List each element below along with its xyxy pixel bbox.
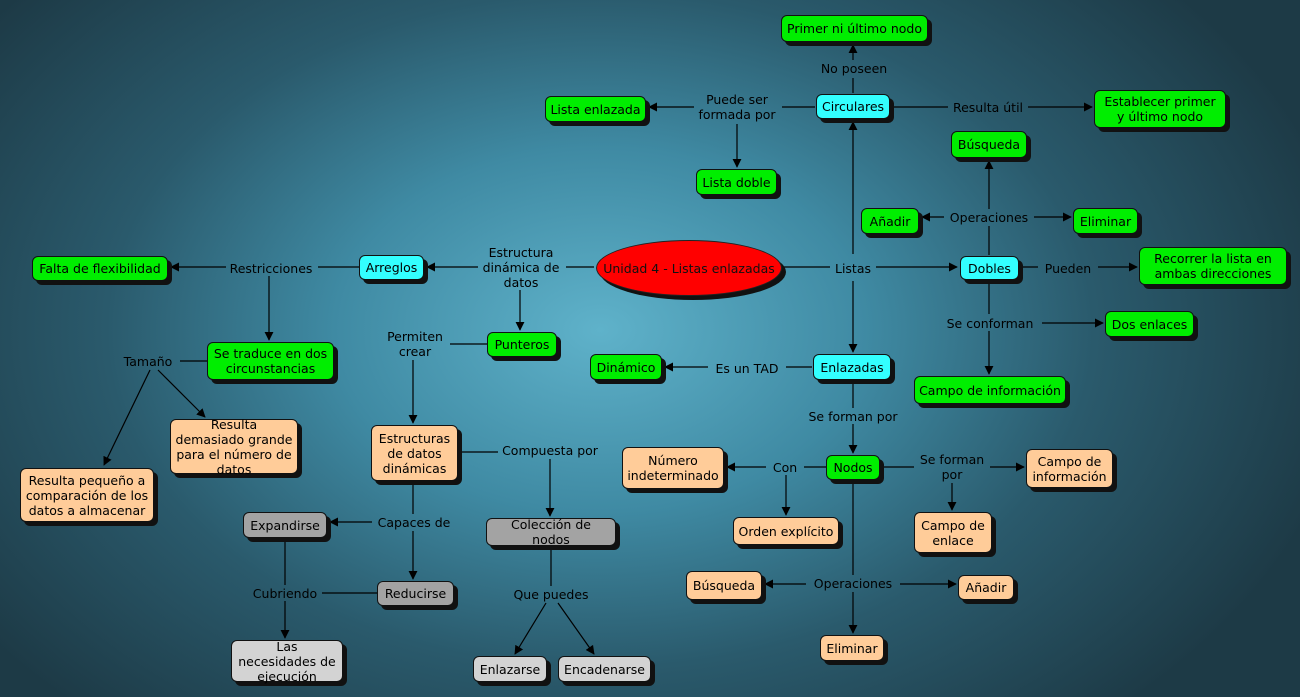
node-reducirse[interactable]: Reducirse [377, 581, 454, 606]
edge-tamano-to-grande [157, 369, 206, 418]
node-expandirse[interactable]: Expandirse [243, 512, 327, 538]
label-es-un-tad: Es un TAD [715, 360, 779, 376]
node-arreglos[interactable]: Arreglos [359, 255, 424, 280]
node-coleccion[interactable]: Colección de nodos [486, 517, 616, 547]
node-busqueda-dobles[interactable]: Búsqueda [951, 131, 1027, 158]
node-enlazarse[interactable]: Enlazarse [473, 656, 547, 682]
node-se-traduce[interactable]: Se traduce en dos circunstancias [207, 342, 334, 380]
node-dinamico[interactable]: Dinámico [590, 354, 662, 380]
node-recorrer[interactable]: Recorrer la lista en ambas direcciones [1139, 247, 1287, 285]
node-eliminar-dobles[interactable]: Eliminar [1073, 208, 1138, 234]
label-se-conforman: Se conforman [946, 315, 1034, 331]
label-operaciones: Operaciones [813, 575, 893, 591]
label-pueden: Pueden [1044, 260, 1092, 276]
node-dobles[interactable]: Dobles [960, 256, 1019, 280]
node-resulta-pequeno[interactable]: Resulta pequeño a comparación de los dat… [20, 468, 154, 522]
node-anadir[interactable]: Añadir [958, 575, 1014, 600]
node-eliminar[interactable]: Eliminar [820, 635, 884, 661]
label-permiten-crear: Permiten crear [387, 329, 443, 359]
label-puede-ser-formada: Puede ser formada por [698, 92, 776, 122]
node-lista-enlazada[interactable]: Lista enlazada [545, 96, 646, 122]
node-nodos[interactable]: Nodos [826, 455, 880, 480]
label-listas: Listas [834, 260, 872, 276]
node-primer-ultimo[interactable]: Primer ni último nodo [781, 15, 928, 42]
node-orden-explicito[interactable]: Orden explícito [733, 517, 839, 545]
node-campo-informacion[interactable]: Campo de información [1026, 449, 1113, 488]
node-circulares[interactable]: Circulares [816, 94, 890, 119]
label-se-forman-por: Se forman por [808, 408, 898, 424]
node-falta-flexibilidad[interactable]: Falta de flexibilidad [32, 256, 168, 281]
node-punteros[interactable]: Punteros [487, 332, 557, 357]
label-operaciones-dobles: Operaciones [949, 209, 1029, 225]
label-capaces-de: Capaces de [377, 514, 451, 530]
label-con: Con [772, 459, 798, 475]
edge-que-puedes-to-encadenarse [557, 602, 595, 655]
label-no-poseen: No poseen [820, 60, 888, 76]
node-campo-enlace[interactable]: Campo de enlace [914, 512, 992, 553]
edge-que-puedes-to-enlazarse [514, 602, 547, 655]
node-lista-doble[interactable]: Lista doble [696, 169, 777, 195]
label-se-forman-por-nodos: Se forman por [919, 452, 985, 482]
node-campo-info-dobles[interactable]: Campo de información [914, 376, 1066, 404]
label-cubriendo: Cubriendo [252, 585, 318, 601]
node-dos-enlaces[interactable]: Dos enlaces [1105, 311, 1194, 337]
label-compuesta-por: Compuesta por [502, 442, 598, 458]
node-establecer[interactable]: Establecer primer y último nodo [1094, 90, 1226, 128]
label-estructura-dinamica: Estructura dinámica de datos [482, 244, 560, 290]
node-estructuras-dinamicas[interactable]: Estructuras de datos dinámicas [371, 425, 458, 481]
node-necesidades[interactable]: Las necesidades de ejecución [231, 639, 343, 684]
label-tamano: Tamaño [123, 353, 173, 369]
label-restricciones: Restricciones [229, 260, 313, 276]
node-busqueda[interactable]: Búsqueda [686, 571, 762, 600]
node-encadenarse[interactable]: Encadenarse [558, 656, 651, 682]
root-node[interactable]: Unidad 4 - Listas enlazadas [596, 240, 782, 296]
node-numero-indeterminado[interactable]: Número indeterminado [622, 447, 724, 489]
label-resulta-util: Resulta útil [952, 99, 1024, 115]
node-anadir-dobles[interactable]: Añadir [861, 208, 919, 234]
label-que-puedes: Que puedes [513, 586, 589, 602]
node-enlazadas[interactable]: Enlazadas [813, 354, 891, 380]
edge-tamano-to-pequeno [103, 369, 151, 466]
node-resulta-grande[interactable]: Resulta demasiado grande para el número … [170, 417, 298, 477]
